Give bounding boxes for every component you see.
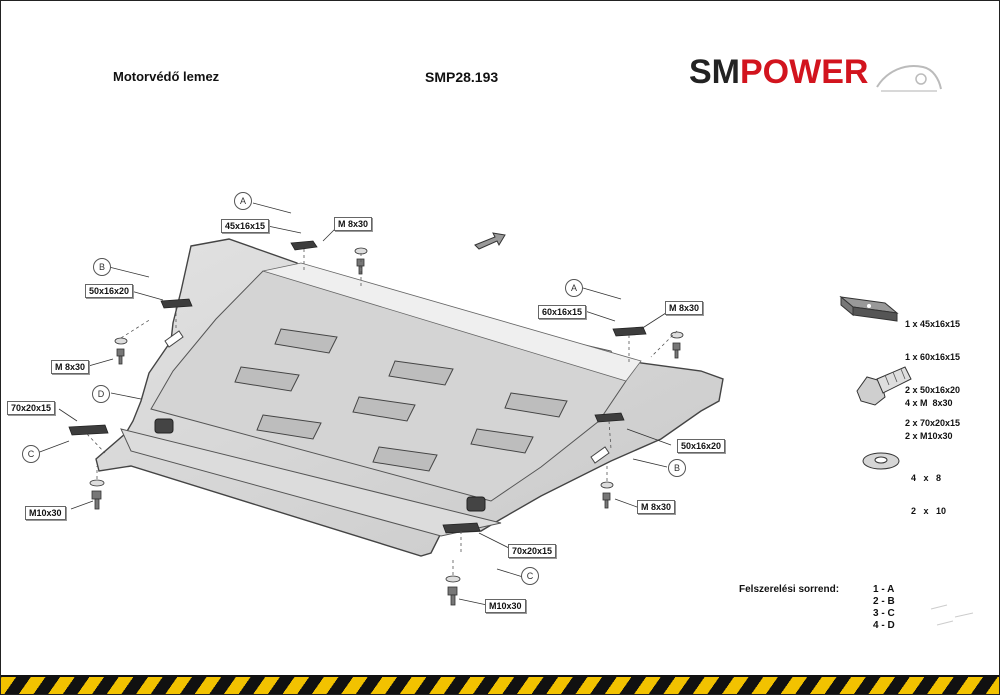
label-a-top-plate: 45x16x15 xyxy=(221,219,270,233)
kit-plate-item: 1 x 45x16x15 xyxy=(905,319,961,329)
part-title: Motorvédő lemez xyxy=(113,69,220,84)
guide-lines xyxy=(86,249,678,575)
kit-bolts-list: 4 x M 8x30 2 x M10x30 xyxy=(905,376,953,464)
label-d-plate: 70x20x15 xyxy=(7,401,56,415)
logo-text-power: POWER xyxy=(740,53,869,91)
sequence-steps: 1 - A 2 - B 3 - C 4 - D xyxy=(873,584,895,632)
kit-plate-item: 1 x 60x16x15 xyxy=(905,352,961,362)
label-c-bottom-bolt: M10x30 xyxy=(485,599,526,613)
kit-washers-list: 4 x 8 2 x 10 xyxy=(911,451,946,539)
logo-car-icon xyxy=(876,65,942,92)
callout-b-right: B xyxy=(668,459,686,477)
kit-washer-item: 4 x 8 xyxy=(911,473,942,483)
skid-plate xyxy=(95,238,724,557)
label-b-left-bolt: M 8x30 xyxy=(51,360,90,374)
label-b-right-bolt: M 8x30 xyxy=(637,500,676,514)
label-b-right-plate: 50x16x20 xyxy=(677,439,726,453)
kit-plate-icon xyxy=(839,295,899,322)
label-c-bottom-plate: 70x20x15 xyxy=(508,544,557,558)
hardware-set xyxy=(68,240,647,534)
sequence-step: 4 - D xyxy=(873,620,895,631)
label-a-top-bolt: M 8x30 xyxy=(334,217,373,231)
callout-c-bottom: C xyxy=(521,567,539,585)
label-a-right-plate: 60x16x15 xyxy=(538,305,587,319)
callout-a-top: A xyxy=(234,192,252,210)
callout-d: D xyxy=(92,385,110,403)
callout-a-right: A xyxy=(565,279,583,297)
kit-bolt-item: 4 x M 8x30 xyxy=(905,398,953,408)
kit-washer-icon xyxy=(862,452,900,470)
smpower-logo: SMPOWER xyxy=(689,53,944,99)
label-a-right-bolt: M 8x30 xyxy=(665,301,704,315)
kit-bolt-item: 2 x M10x30 xyxy=(905,431,953,441)
hazard-stripe-border xyxy=(1,675,999,694)
kit-bolt-icon xyxy=(856,366,912,406)
kit-plate-item: 2 x 50x16x20 xyxy=(905,385,961,395)
part-code: SMP28.193 xyxy=(425,69,499,85)
logo-text-sm: SM xyxy=(689,53,740,91)
kit-washer-item: 2 x 10 xyxy=(911,506,947,516)
sequence-step: 1 - A xyxy=(873,584,895,595)
label-c-left-bolt: M10x30 xyxy=(25,506,66,520)
sequence-step: 3 - C xyxy=(873,608,895,619)
kit-plate-item: 2 x 70x20x15 xyxy=(905,418,961,428)
leader-arrows xyxy=(36,202,672,606)
callout-b-left: B xyxy=(93,258,111,276)
rubber-mount xyxy=(154,418,486,512)
sequence-step: 2 - B xyxy=(873,596,895,607)
direction-arrow-icon xyxy=(474,232,506,250)
kit-plates-list: 1 x 45x16x15 1 x 60x16x15 2 x 50x16x20 2… xyxy=(905,297,960,451)
bolts xyxy=(89,247,684,606)
label-b-left-plate: 50x16x20 xyxy=(85,284,134,298)
sequence-label: Felszerelési sorrend: xyxy=(739,584,840,595)
smudge-marks xyxy=(930,604,974,626)
callout-c-left: C xyxy=(22,445,40,463)
